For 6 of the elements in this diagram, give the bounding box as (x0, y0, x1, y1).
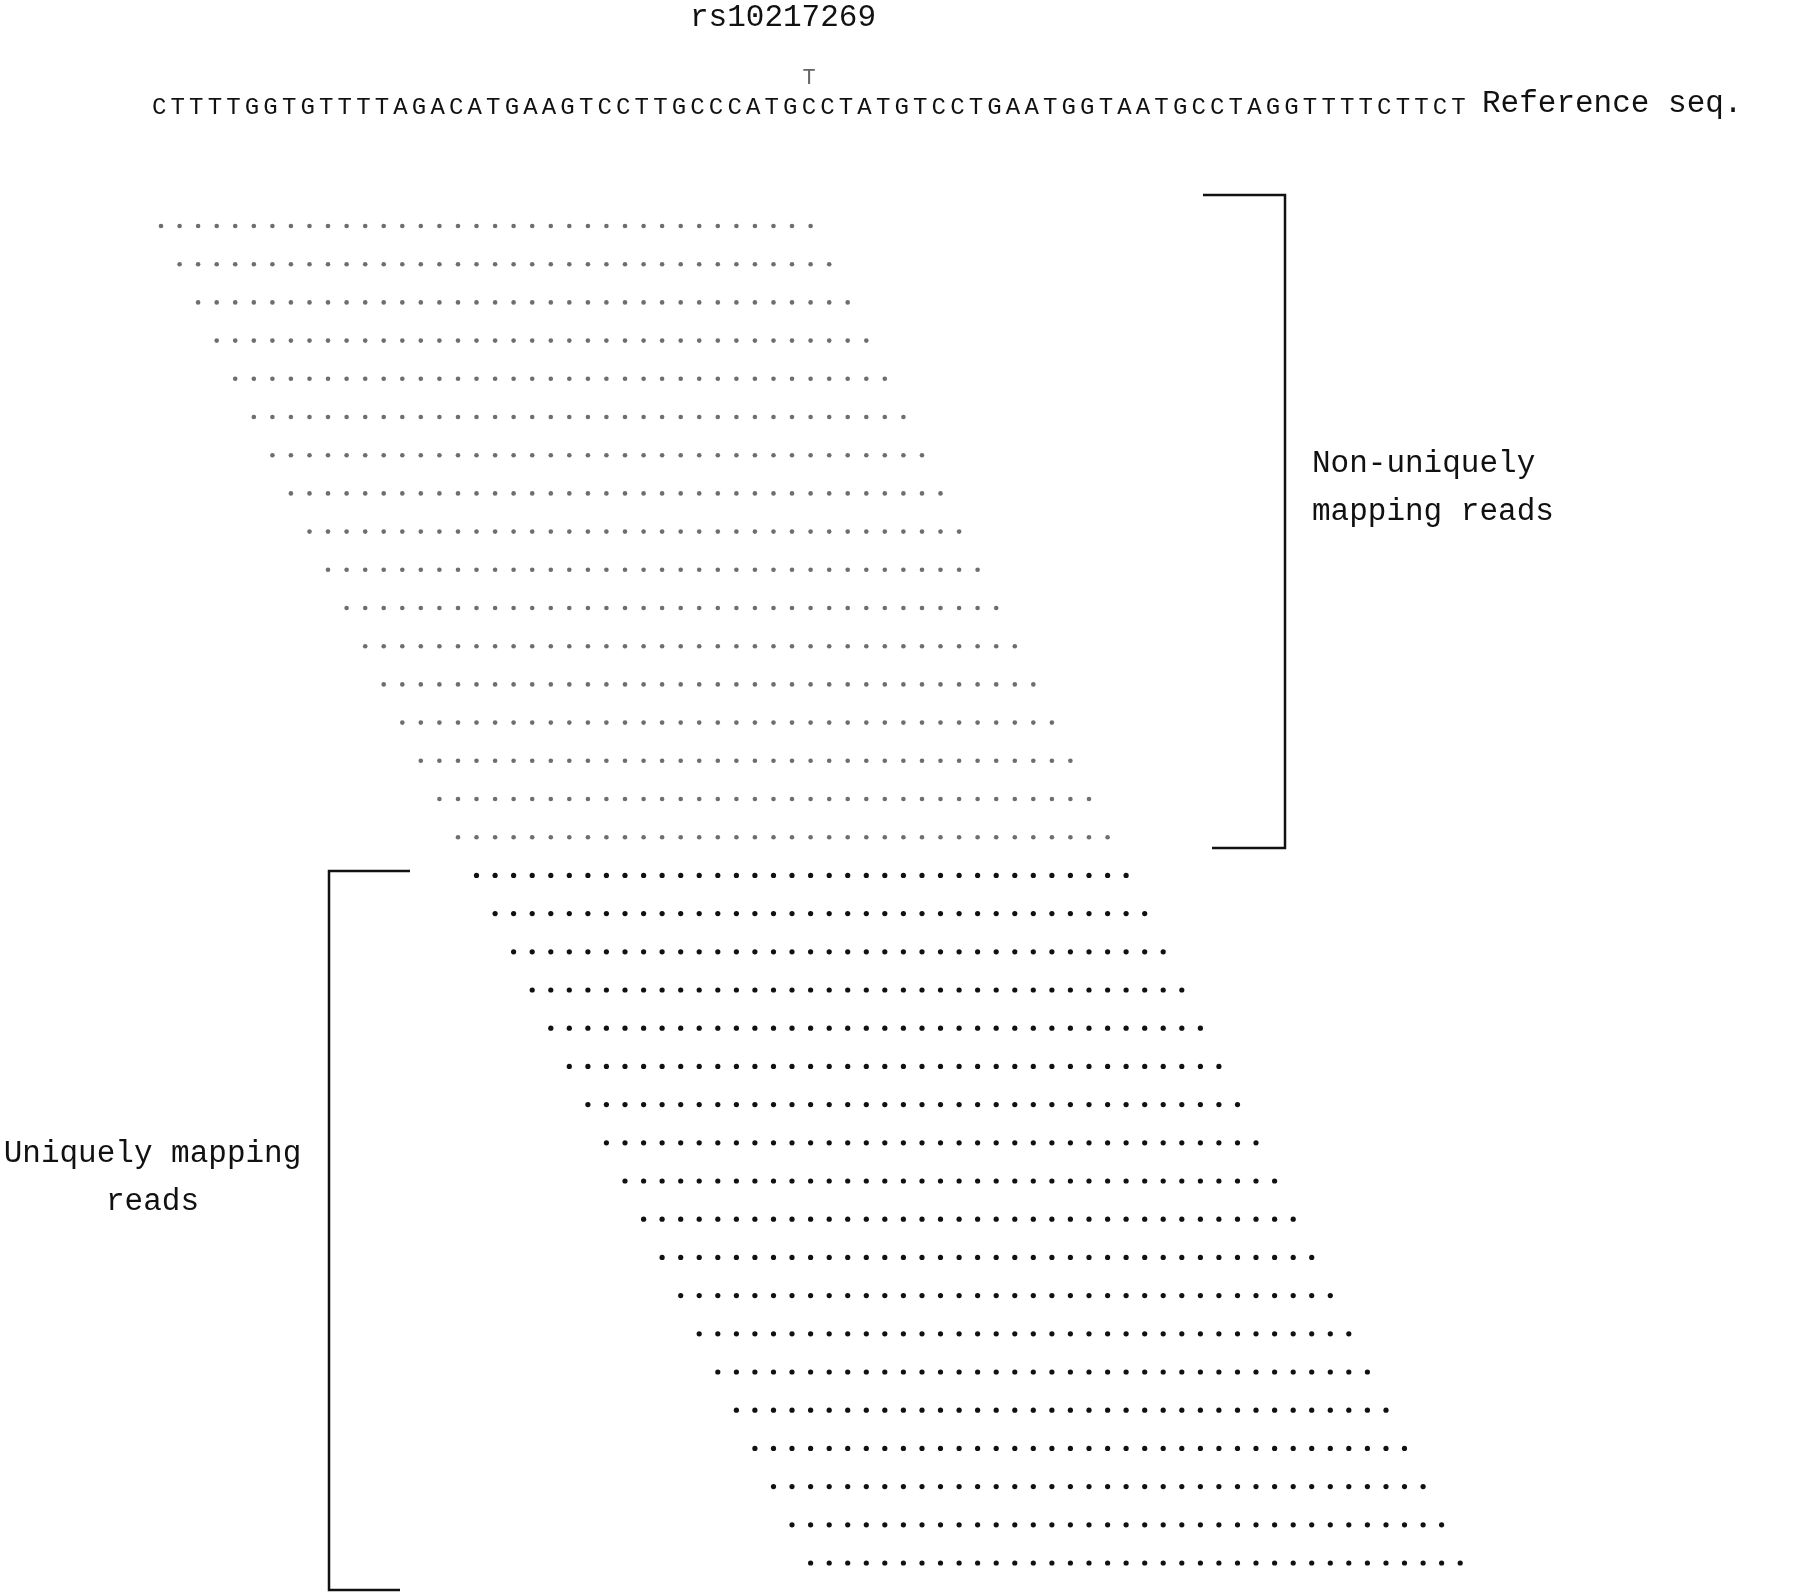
snp-id-label: rs10217269 (690, 2, 877, 33)
variant-base-label: T (802, 68, 816, 90)
bracket-label: Non-uniquely mapping reads (1312, 445, 1555, 531)
bracket-label: Uniquely mapping reads (2, 1135, 303, 1221)
reference-sequence: CTTTTGGTGTTTTAGACATGAAGTCCTTGCCCATGCCTATGTCCTGAATGGTAATGCCTAGGTTTTCTTCT (152, 96, 1470, 120)
reference-label: Reference seq. (1482, 88, 1743, 119)
